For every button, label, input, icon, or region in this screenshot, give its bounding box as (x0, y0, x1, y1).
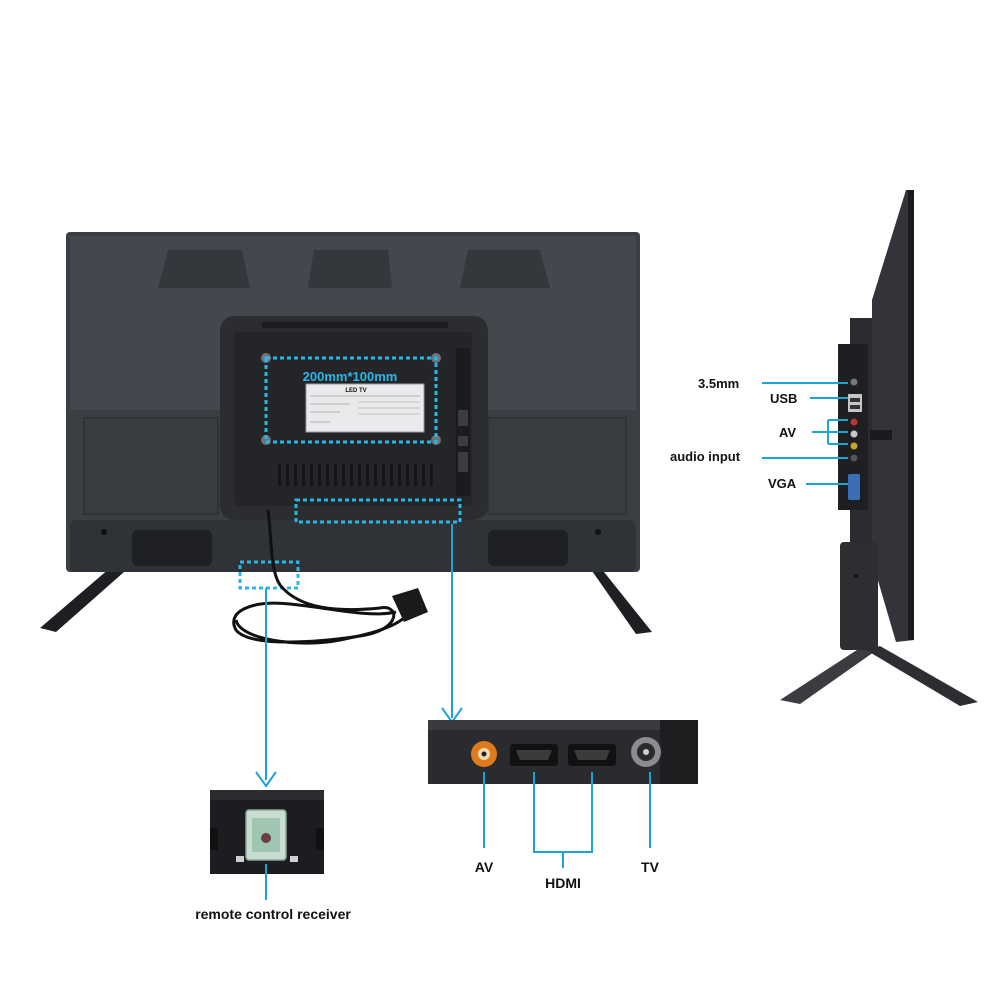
receiver-highlight (238, 560, 300, 590)
bottom-ports-highlight (294, 498, 462, 524)
left-speaker-grille (132, 530, 212, 566)
side-stand-neck (840, 542, 878, 650)
right-speaker-grille (488, 530, 568, 566)
remote-receiver-label: remote control receiver (195, 906, 351, 922)
vesa-mount-highlight (264, 356, 438, 444)
tv-side-view (780, 190, 978, 706)
tv-rear-view: LED TV 200mm*100mm (40, 232, 652, 645)
tv-port-label: TV (641, 859, 660, 875)
tv-left-leg (40, 568, 124, 632)
side-label-usb: USB (770, 391, 797, 406)
side-stand-right-leg (866, 646, 978, 706)
side-label-vga: VGA (768, 476, 797, 491)
side-label-3-5mm: 3.5mm (698, 376, 739, 391)
vesa-size-label: 200mm*100mm (303, 369, 398, 384)
side-label-av: AV (779, 425, 796, 440)
bottom-ports-closeup (428, 720, 698, 784)
side-panel-profile (872, 190, 914, 642)
hdmi-port-label: HDMI (545, 875, 581, 891)
tv-right-leg (590, 568, 652, 634)
av-port-label: AV (475, 859, 494, 875)
power-plug (392, 588, 428, 622)
sticker-title: LED TV (345, 388, 366, 394)
receiver-arrow (255, 771, 277, 788)
side-label-audio-input: audio input (670, 449, 741, 464)
side-stand-left-leg (780, 648, 874, 704)
rear-vent-slots (278, 464, 433, 486)
remote-receiver-closeup (210, 790, 324, 874)
